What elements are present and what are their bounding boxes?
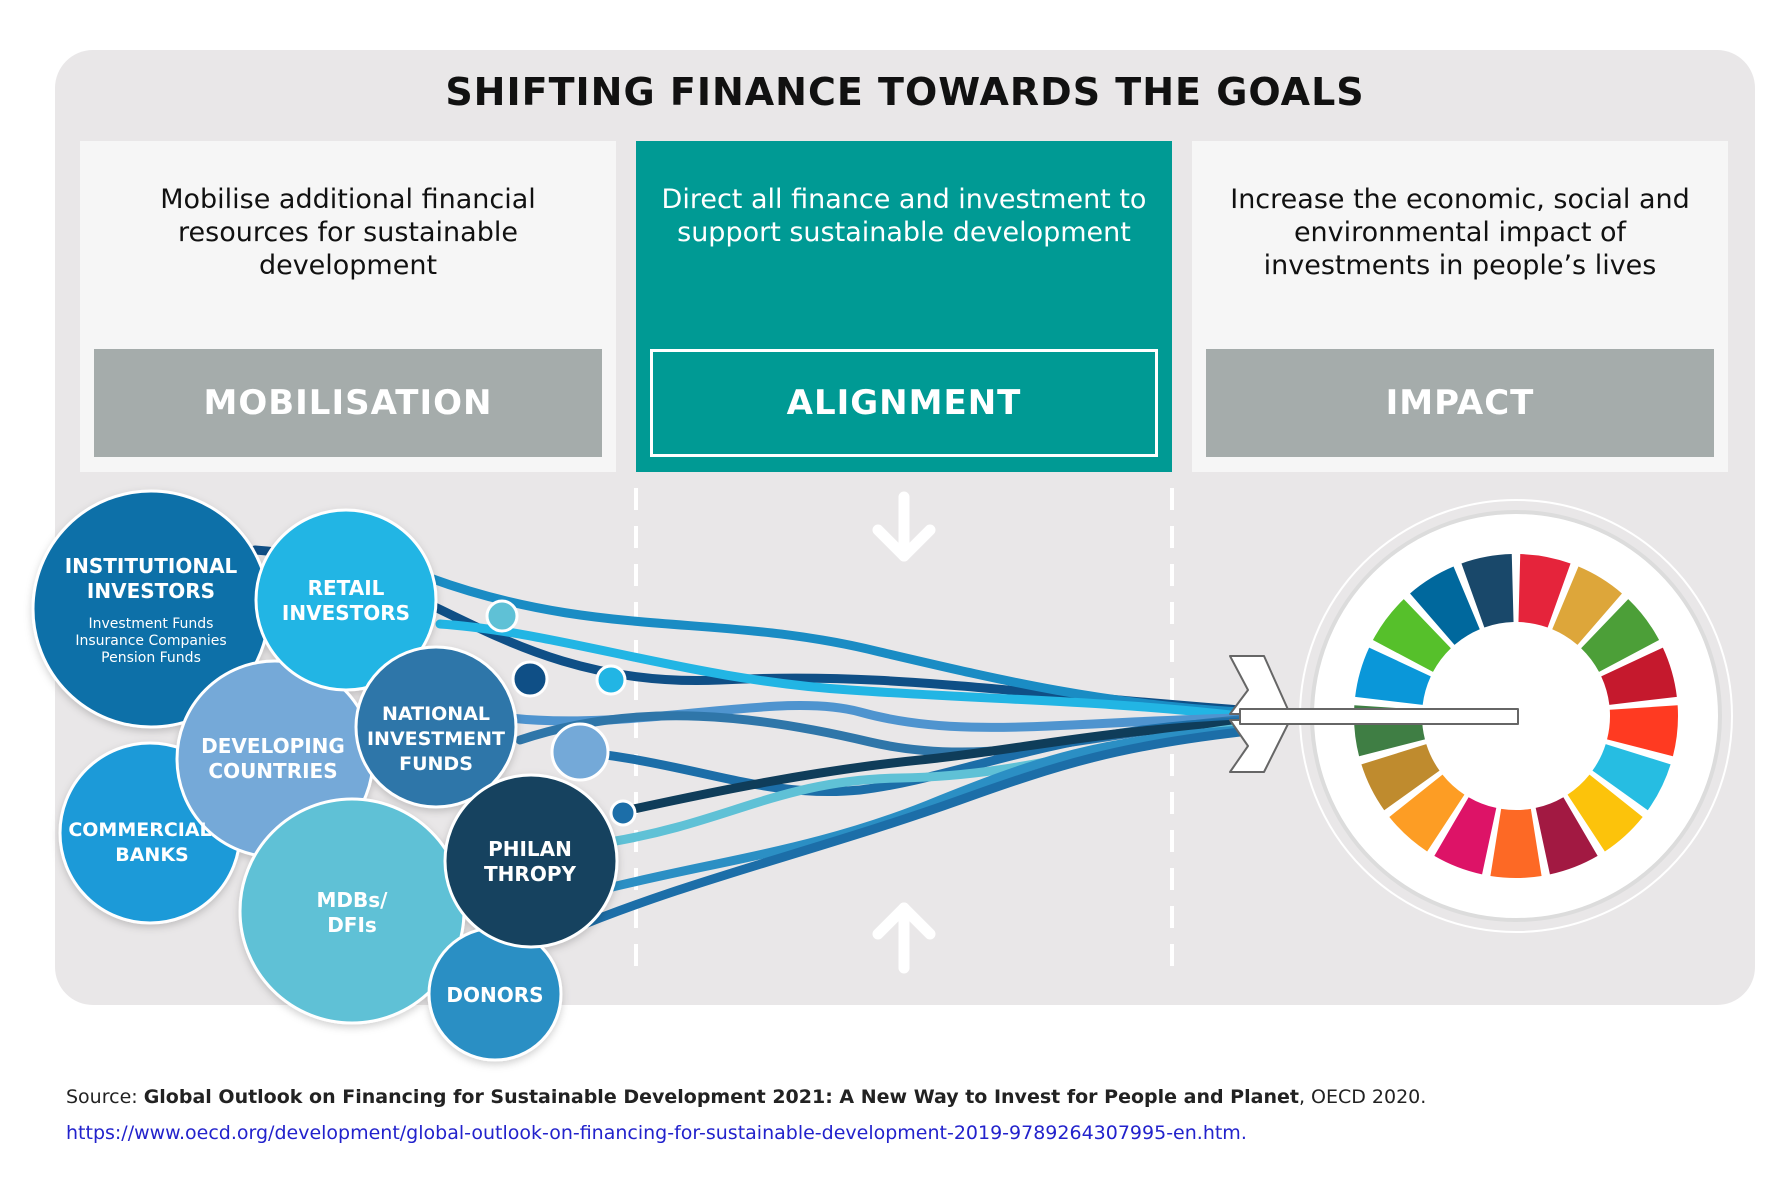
flow-node: [595, 664, 627, 696]
arrow-up-icon: [872, 902, 936, 974]
flow-line: [435, 619, 1245, 721]
column-impact: Increase the economic, social and enviro…: [1192, 141, 1728, 472]
mobilisation-label: MOBILISATION: [94, 349, 602, 457]
column-mobilisation: Mobilise additional financial resources …: [80, 141, 616, 472]
arrow-down-icon: [872, 491, 936, 562]
national-label-2: INVESTMENT: [367, 728, 505, 750]
philanthropy-label-2: THROPY: [484, 862, 576, 886]
impact-label: IMPACT: [1206, 349, 1714, 457]
sdg-segment: [1361, 744, 1440, 811]
flow-line: [615, 719, 1245, 817]
flow-line: [565, 727, 1245, 935]
flow-nodes: [485, 599, 637, 827]
source-label: Source:: [66, 1086, 144, 1108]
flow-node: [609, 799, 637, 827]
source-org: , OECD 2020.: [1298, 1086, 1427, 1108]
flow-node: [485, 599, 519, 633]
sdg-segment: [1355, 647, 1431, 705]
sdg-segment: [1410, 566, 1480, 645]
bubble-national-investment-funds: [354, 645, 518, 809]
retail-label-2: INVESTORS: [282, 601, 410, 625]
flow-line: [425, 573, 1245, 717]
sdg-segment: [1389, 774, 1465, 852]
source-link[interactable]: https://www.oecd.org/development/global-…: [66, 1122, 1247, 1144]
bubble-philanthropy: [443, 773, 619, 949]
mobilisation-description: Mobilise additional financial resources …: [160, 184, 536, 281]
commercial-label-2: BANKS: [115, 844, 189, 866]
institutional-sub-2: Insurance Companies: [75, 633, 226, 649]
donors-label: DONORS: [446, 983, 543, 1007]
philanthropy-label-1: PHILAN: [488, 837, 572, 861]
national-label-3: FUNDS: [399, 753, 473, 775]
finance-flows: [250, 545, 1245, 935]
sdg-segment: [1535, 797, 1598, 875]
bubble-retail-investors: [254, 508, 438, 692]
source-citation: Source: Global Outlook on Financing for …: [66, 1086, 1426, 1108]
sdg-segment: [1461, 554, 1514, 628]
source-title: Global Outlook on Financing for Sustaina…: [143, 1086, 1299, 1108]
mdbs-label-2: DFIs: [327, 913, 377, 937]
sdg-segment: [1592, 744, 1671, 811]
institutional-sub-1: Investment Funds: [89, 616, 214, 632]
alignment-description: Direct all finance and investment to sup…: [661, 184, 1147, 248]
sdg-segment: [1518, 554, 1571, 628]
mdbs-label-1: MDBs/: [317, 888, 389, 912]
dart-icon: [1229, 655, 1519, 773]
flow-line: [595, 725, 1245, 895]
sdg-segment: [1434, 797, 1497, 875]
impact-description: Increase the economic, social and enviro…: [1230, 184, 1690, 281]
sdg-segment: [1601, 647, 1677, 705]
sdg-segment: [1581, 599, 1660, 672]
sdg-segment: [1567, 774, 1643, 852]
flow-node: [511, 660, 549, 698]
sdg-wheel-icon: [1354, 554, 1679, 878]
sdg-segment: [1490, 808, 1542, 878]
page-title: SHIFTING FINANCE TOWARDS THE GOALS: [445, 70, 1365, 114]
institutional-label-1: INSTITUTIONAL: [65, 554, 238, 578]
institutional-label-2: INVESTORS: [87, 579, 215, 603]
national-label-1: NATIONAL: [382, 703, 490, 725]
sdg-segment: [1552, 566, 1622, 645]
developing-label-1: DEVELOPING: [201, 734, 345, 758]
institutional-sub-3: Pension Funds: [101, 650, 201, 666]
retail-label-1: RETAIL: [308, 576, 385, 600]
alignment-label: ALIGNMENT: [650, 349, 1158, 457]
sdg-segment: [1607, 705, 1679, 757]
column-alignment: Direct all finance and investment to sup…: [636, 141, 1172, 472]
sdg-segment: [1372, 599, 1451, 672]
commercial-label-1: COMMERCIAL: [68, 819, 211, 841]
developing-label-2: COUNTRIES: [208, 759, 337, 783]
flow-node: [550, 722, 610, 782]
